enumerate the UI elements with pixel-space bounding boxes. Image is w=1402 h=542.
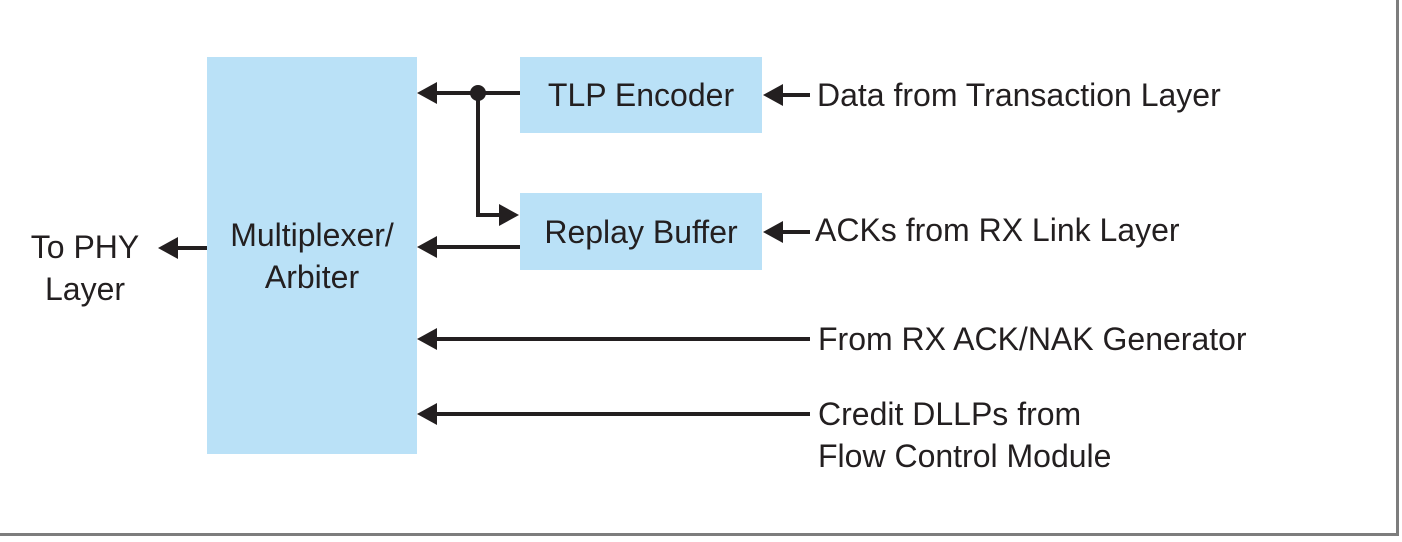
node-tlp-encoder-label: TLP Encoder [547, 77, 735, 113]
node-replay-buffer-label: Replay Buffer [544, 213, 738, 250]
arrow-replay-buffer-to-multiplexer [417, 236, 520, 258]
arrow-acks-to-replay-buffer [763, 221, 810, 243]
node-replay-buffer: Replay Buffer [520, 193, 762, 270]
arrow-acknak-to-multiplexer [417, 328, 810, 350]
arrow-data-to-tlp-encoder [763, 84, 810, 106]
page-border-right [1396, 0, 1399, 536]
arrow-credit-dllps-to-multiplexer [417, 403, 810, 425]
label-to-phy-layer: To PHY Layer [30, 229, 140, 307]
arrow-tlp-encoder-to-multiplexer [417, 82, 520, 104]
arrow-tlp-encoder-to-replay-buffer [470, 85, 519, 226]
arrow-multiplexer-to-phy [158, 237, 207, 259]
label-acks-from-rx-link-layer: ACKs from RX Link Layer [815, 212, 1180, 248]
label-credit-dllps: Credit DLLPs from Flow Control Module [818, 396, 1112, 474]
node-multiplexer-arbiter-label: Multiplexer/ Arbiter [230, 216, 394, 295]
label-data-from-transaction-layer: Data from Transaction Layer [817, 77, 1221, 113]
label-from-rx-acknak-generator: From RX ACK/NAK Generator [818, 321, 1247, 357]
page-border-bottom [0, 533, 1398, 536]
node-multiplexer-arbiter: Multiplexer/ Arbiter [207, 57, 417, 454]
node-tlp-encoder: TLP Encoder [520, 57, 762, 133]
